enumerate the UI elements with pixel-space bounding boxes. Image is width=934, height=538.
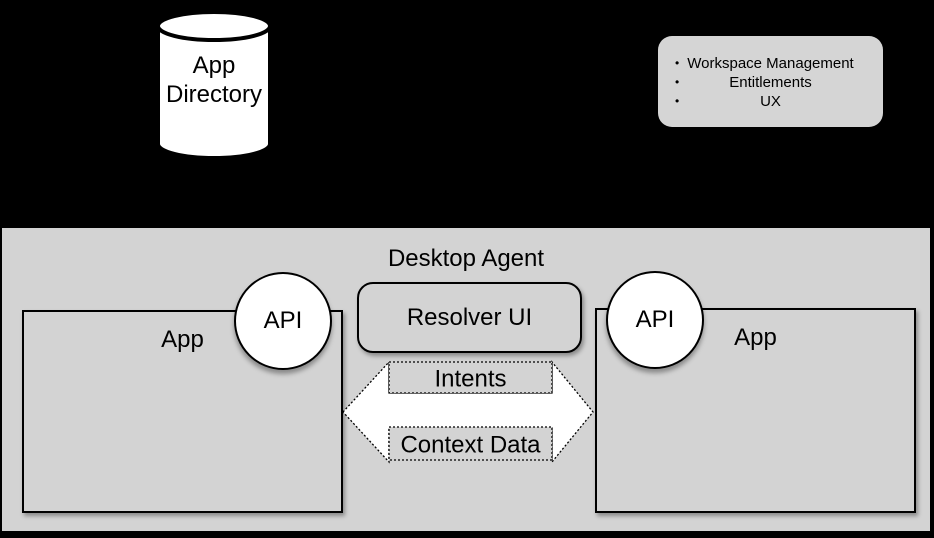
features-panel: • Workspace Management • Entitlements • … [658,36,883,127]
intents-label-box [388,361,553,394]
context-label-box [388,426,553,461]
right-app-box: App [595,308,916,513]
feature-item: • Entitlements [658,73,883,92]
feature-item: • Workspace Management [658,54,883,73]
right-api-circle: API [606,271,704,369]
desktop-agent-container: Desktop Agent App App Resolver UI Intent… [2,228,930,531]
left-app-label: App [161,326,204,353]
feature-item: • UX [658,92,883,111]
right-app-label: App [734,324,777,351]
double-arrow-shape [342,360,594,464]
intents-label: Intents [434,366,506,393]
resolver-ui-label: Resolver UI [406,303,533,331]
bullet-icon: • [675,56,680,70]
context-data-label: Context Data [400,432,541,459]
bullet-icon: • [675,94,680,108]
feature-item-label: Workspace Management [687,55,854,72]
app-directory-node: App Directory [155,9,273,161]
desktop-agent-title: Desktop Agent [387,245,545,272]
right-api-label: API [635,306,675,333]
left-api-circle: API [234,272,332,370]
resolver-ui-box: Resolver UI [357,282,582,353]
feature-item-label: Entitlements [729,74,812,91]
left-api-label: API [263,307,303,334]
bullet-icon: • [675,75,680,89]
database-cylinder-icon [156,10,272,160]
app-directory-label: App Directory [165,52,262,108]
feature-item-label: UX [760,93,781,110]
